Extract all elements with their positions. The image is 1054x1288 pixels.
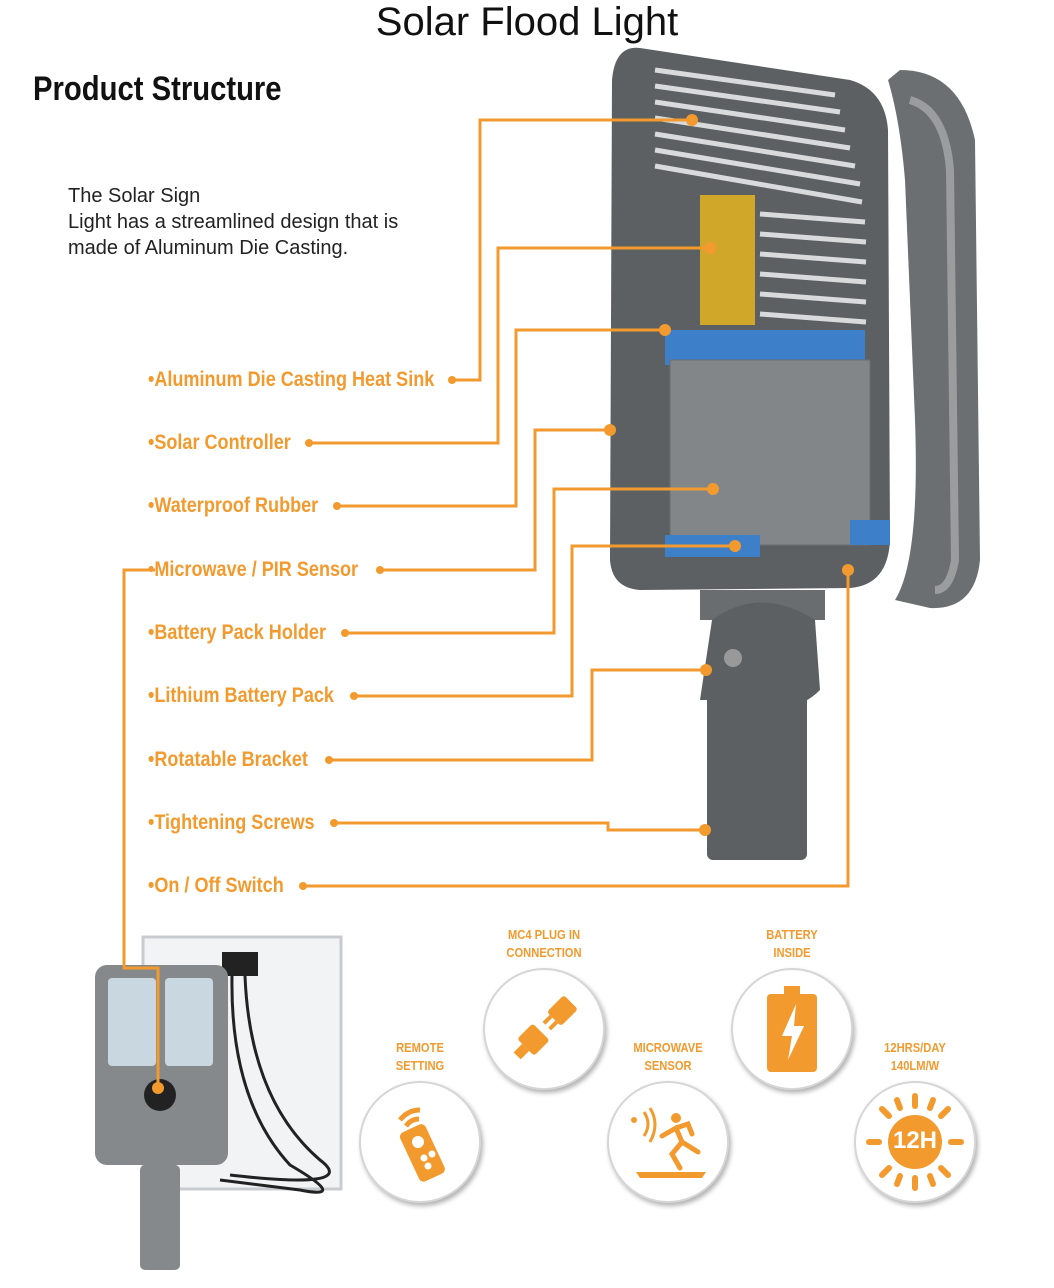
solar-controller [700,195,755,325]
battery-pack [669,359,871,546]
rotatable-bracket [700,602,820,705]
label-sensor: Microwave / PIR Sensor [148,558,358,582]
feature-caption: INSIDE [773,945,811,960]
label-waterproof-rubber: Waterproof Rubber [148,494,318,518]
remote-icon [359,1081,481,1203]
label-tightening-screws: Tightening Screws [148,811,314,835]
leader-lines [122,118,850,1088]
feature-12h: 12HRS/DAY 140LM/W 12H [853,1039,977,1203]
feature-caption: MC4 PLUG IN [507,927,581,942]
label-lithium-battery: Lithium Battery Pack [148,684,334,708]
feature-microwave-sensor: MICROWAVE SENSOR [606,1039,730,1203]
description-line: made of Aluminum Die Casting. [68,237,349,259]
leader-dots [152,114,854,1094]
feature-caption: SENSOR [644,1058,692,1073]
feature-caption: SETTING [395,1058,445,1073]
label-battery-holder: Battery Pack Holder [148,621,326,645]
battery-icon [731,968,853,1090]
label-heat-sink: Aluminum Die Casting Heat Sink [148,368,434,392]
label-solar-controller: Solar Controller [148,431,290,455]
feature-caption: BATTERY [766,927,818,942]
sun-icon: 12H [854,1081,976,1203]
feature-caption: MICROWAVE [633,1040,703,1055]
label-rotatable-bracket: Rotatable Bracket [148,748,308,772]
pole-mount [707,690,807,860]
feature-caption: 12HRS/DAY [884,1040,946,1055]
feature-caption: REMOTE [396,1040,444,1055]
feature-battery-inside: BATTERY INSIDE [730,926,854,1090]
plug-icon [483,968,605,1090]
lamp-cover [888,70,980,609]
label-on-off-switch: On / Off Switch [148,874,283,898]
feature-caption: CONNECTION [506,945,582,960]
motion-sensor-icon [607,1081,729,1203]
description-line: The Solar Sign [68,185,201,207]
section-heading: Product Structure [33,70,282,108]
sun-badge-text: 12H [892,1127,938,1154]
description: The Solar Sign Light has a streamlined d… [68,183,398,261]
description-line: Light has a streamlined design that is [68,211,399,233]
feature-caption: 140LM/W [890,1058,940,1073]
feature-mc4-plug: MC4 PLUG IN CONNECTION [482,926,606,1090]
page-title: Solar Flood Light [375,0,679,44]
feature-remote-setting: REMOTE SETTING [358,1039,482,1203]
